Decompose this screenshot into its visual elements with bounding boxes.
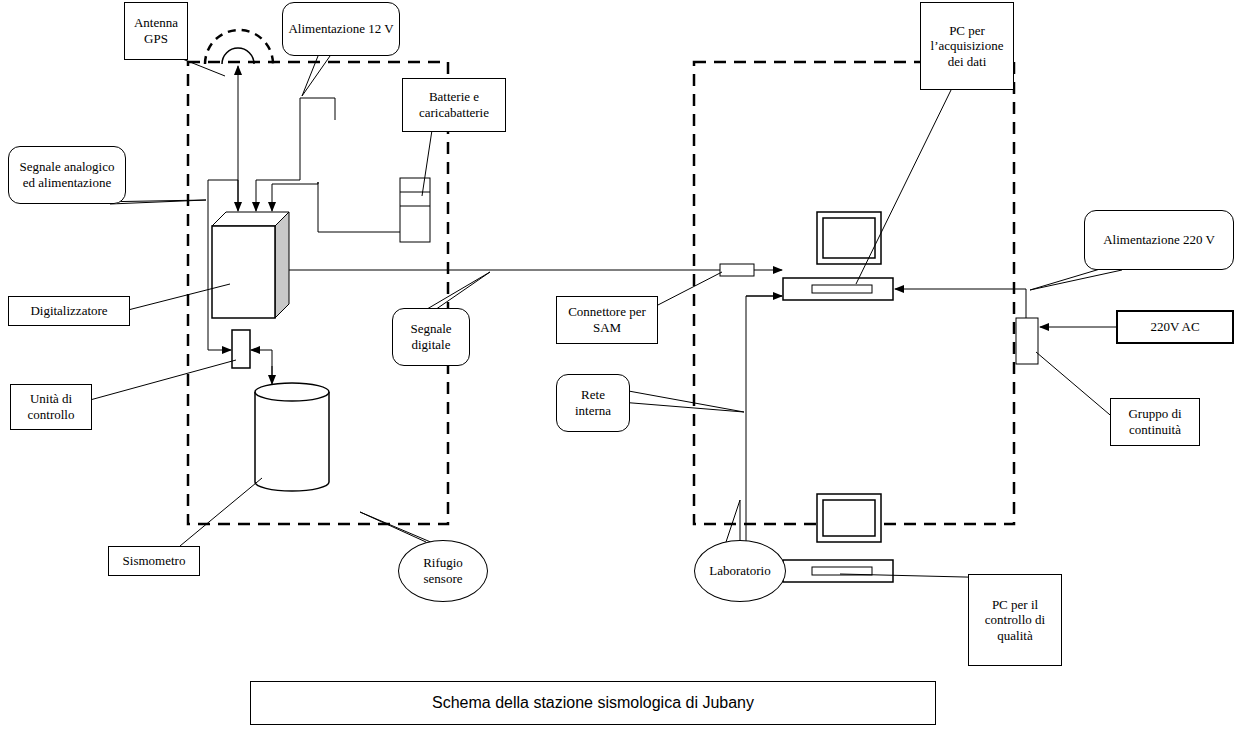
callout-tail	[612, 388, 744, 412]
digitizer-front	[212, 226, 275, 318]
callout-tail	[422, 272, 490, 312]
label-box: Batterie e caricabatterie	[402, 78, 506, 132]
label-box: PC per l’acquisizione dei dati	[920, 2, 1014, 90]
label-box: Unità di controllo	[10, 384, 92, 430]
pc-monitor	[817, 494, 881, 542]
input-arrow	[272, 194, 273, 211]
node-text: Segnale analogico ed alimentazione	[14, 159, 120, 190]
power-220v-wire	[895, 289, 1026, 318]
node-text: Gruppo di continuità	[1116, 406, 1194, 437]
control-unit	[232, 330, 250, 368]
callout-leader	[180, 478, 262, 546]
callout-ellipse: Laboratorio	[694, 540, 786, 602]
input-arrow	[256, 194, 257, 211]
label-box: 220V AC	[1116, 310, 1234, 344]
node-text: Batterie e caricabatterie	[408, 89, 500, 120]
pc-screen	[823, 500, 875, 536]
node-text: Segnale digitale	[398, 321, 464, 352]
gps-cable	[238, 66, 239, 210]
node-text: Rete interna	[562, 387, 624, 418]
network-wire	[746, 296, 782, 297]
seismometer-body	[255, 392, 329, 491]
callout-tail	[302, 56, 330, 96]
node-text: Rifugio sensore	[411, 555, 475, 586]
label-box: Digitalizzatore	[8, 296, 130, 326]
label-box: PC per il controllo di qualità	[968, 574, 1062, 666]
callout-leader	[656, 272, 722, 306]
gps-antenna-dome	[222, 48, 254, 64]
node-text: Connettore per SAM	[562, 304, 652, 335]
callout-leader	[856, 88, 952, 284]
ups-unit	[1016, 318, 1038, 364]
power-12v-wire	[272, 182, 400, 232]
callout-bubble: Alimentazione 220 V	[1084, 210, 1234, 270]
seismometer-top	[255, 383, 329, 401]
callout-bubble: Alimentazione 12 V	[282, 2, 400, 56]
node-text: Sismometro	[123, 553, 186, 569]
sensor-wire	[251, 350, 272, 382]
analog-wire	[208, 180, 238, 350]
node-text: Alimentazione 220 V	[1103, 232, 1215, 248]
pc-screen	[823, 218, 875, 258]
input-arrow	[238, 180, 239, 211]
node-text: PC per il controllo di qualità	[974, 597, 1056, 644]
battery-divider	[400, 206, 430, 207]
battery-unit	[400, 178, 430, 242]
pc-case	[783, 278, 893, 300]
node-text: Antenna GPS	[130, 15, 182, 46]
battery-divider	[400, 192, 430, 193]
callout-bubble: Segnale digitale	[392, 308, 470, 366]
caption-text: Schema della stazione sismologica di Jub…	[432, 694, 754, 712]
callout-leader	[90, 360, 236, 400]
callout-leader	[1036, 352, 1116, 420]
node-text: Laboratorio	[709, 563, 770, 579]
power-12v-wire	[256, 98, 335, 194]
callout-bubble: Segnale analogico ed alimentazione	[8, 146, 126, 204]
pc-drive	[812, 285, 872, 293]
node-text: Alimentazione 12 V	[288, 21, 393, 37]
digital-signal-wire	[289, 270, 720, 271]
sensor-arrow	[272, 366, 273, 384]
node-text: Digitalizzatore	[30, 303, 107, 319]
lab-region	[694, 62, 1014, 524]
callout-ellipse: Rifugio sensore	[398, 540, 488, 602]
caption-box: Schema della stazione sismologica di Jub…	[250, 681, 936, 725]
callout-bubble: Rete interna	[556, 374, 630, 432]
gps-dashed-dome	[205, 30, 273, 64]
label-box: Connettore per SAM	[556, 296, 658, 344]
label-box: Gruppo di continuità	[1110, 398, 1200, 446]
pc-monitor	[817, 212, 881, 264]
network-wire	[746, 296, 782, 580]
label-box: Sismometro	[108, 546, 200, 576]
callout-leader	[422, 130, 432, 196]
node-text: Unità di controllo	[16, 391, 86, 422]
callout-leader	[128, 284, 230, 310]
digitizer-side	[275, 212, 289, 318]
pc-case	[783, 560, 893, 582]
digital-signal-wire	[754, 270, 782, 271]
callout-leader	[180, 58, 225, 76]
mains-wire	[1040, 327, 1116, 328]
node-text: PC per l’acquisizione dei dati	[926, 23, 1008, 70]
label-box: Antenna GPS	[124, 2, 188, 60]
node-text: 220V AC	[1150, 319, 1199, 335]
sam-connector	[720, 264, 754, 276]
